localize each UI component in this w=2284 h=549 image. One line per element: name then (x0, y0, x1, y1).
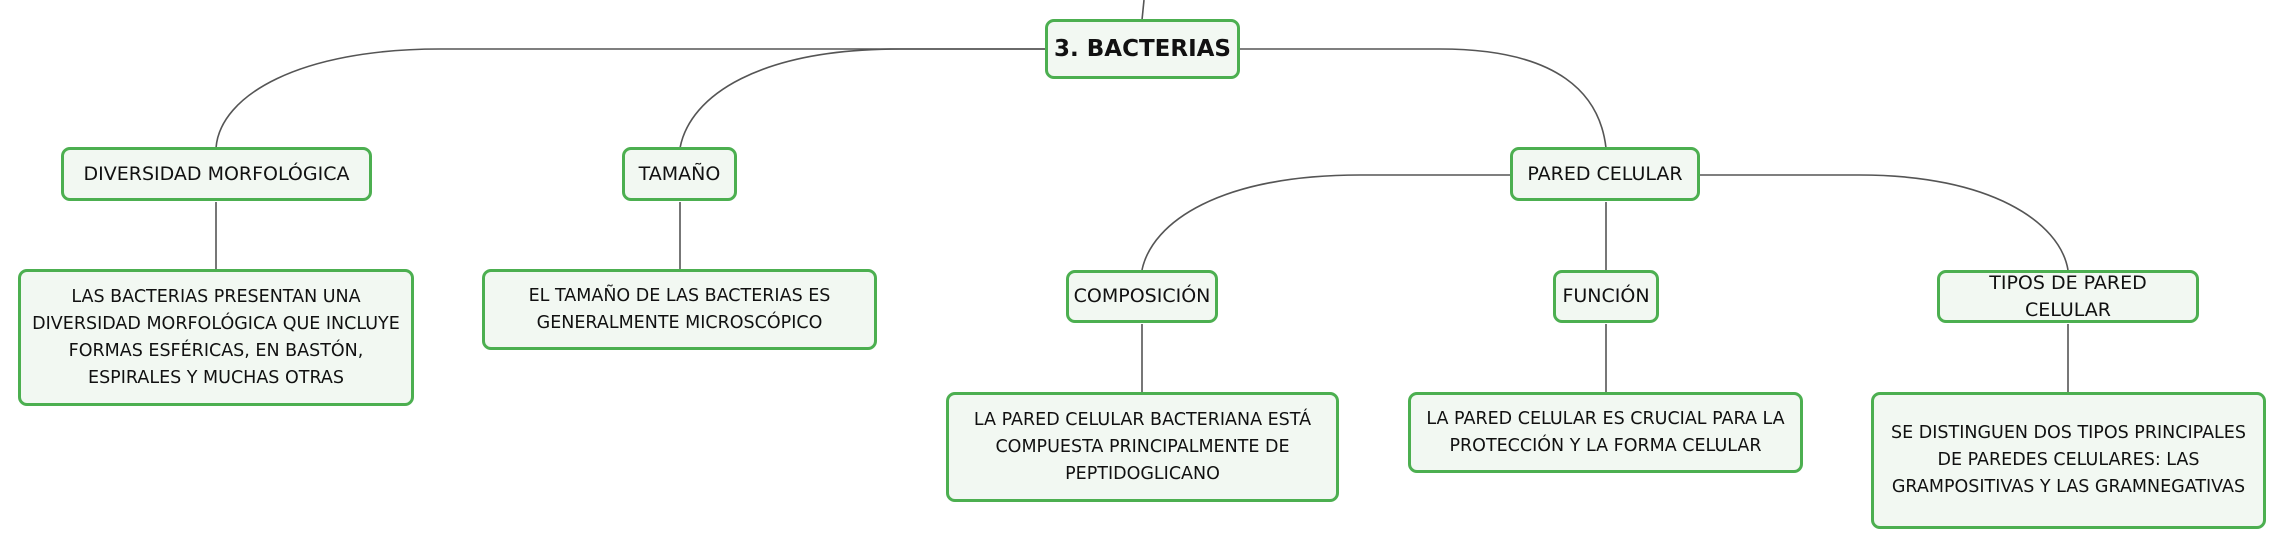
node-funcion-label: FUNCIÓN (1562, 285, 1650, 307)
detail-funcion[interactable]: LA PARED CELULAR ES CRUCIAL PARA LA PROT… (1408, 392, 1803, 473)
connector-pared-tipos (1700, 174, 2069, 271)
connector-parent-root (1141, 0, 1145, 21)
node-funcion[interactable]: FUNCIÓN (1553, 270, 1659, 323)
root-node[interactable]: 3. BACTERIAS (1045, 19, 1240, 79)
node-pared-celular[interactable]: PARED CELULAR (1510, 147, 1700, 201)
node-composicion-label: COMPOSICIÓN (1073, 285, 1211, 307)
detail-tamano[interactable]: EL TAMAÑO DE LAS BACTERIAS ES GENERALMEN… (482, 269, 877, 350)
detail-tipos-pared-celular[interactable]: SE DISTINGUEN DOS TIPOS PRINCIPALES DE P… (1871, 392, 2266, 529)
node-tipos-label: TIPOS DE PARED CELULAR (1989, 271, 2147, 321)
detail-composicion-text: LA PARED CELULAR BACTERIANA ESTÁ COMPUES… (973, 409, 1312, 484)
detail-diversidad-morfologica[interactable]: LAS BACTERIAS PRESENTAN UNA DIVERSIDAD M… (18, 269, 414, 406)
detail-tipos-text: SE DISTINGUEN DOS TIPOS PRINCIPALES DE P… (1891, 423, 2246, 497)
node-composicion[interactable]: COMPOSICIÓN (1066, 270, 1218, 323)
connector-root-tamano (679, 48, 1046, 149)
root-label: 3. BACTERIAS (1054, 35, 1231, 62)
node-pared-label: PARED CELULAR (1527, 162, 1683, 185)
node-diversidad-morfologica[interactable]: DIVERSIDAD MORFOLÓGICA (61, 147, 372, 201)
connector-pared-composicion (1141, 174, 1510, 271)
detail-diversidad-text: LAS BACTERIAS PRESENTAN UNA DIVERSIDAD M… (32, 286, 400, 388)
node-tamano-label: TAMAÑO (638, 162, 721, 185)
detail-composicion[interactable]: LA PARED CELULAR BACTERIANA ESTÁ COMPUES… (946, 392, 1339, 502)
detail-tamano-text: EL TAMAÑO DE LAS BACTERIAS ES GENERALMEN… (528, 285, 831, 333)
node-diversidad-label: DIVERSIDAD MORFOLÓGICA (83, 162, 350, 185)
node-tamano[interactable]: TAMAÑO (622, 147, 737, 201)
node-tipos-pared-celular[interactable]: TIPOS DE PARED CELULAR (1937, 270, 2199, 323)
connector-root-pared (1240, 48, 1607, 149)
connector-root-diversidad (215, 48, 1046, 149)
detail-funcion-text: LA PARED CELULAR ES CRUCIAL PARA LA PROT… (1426, 408, 1785, 456)
